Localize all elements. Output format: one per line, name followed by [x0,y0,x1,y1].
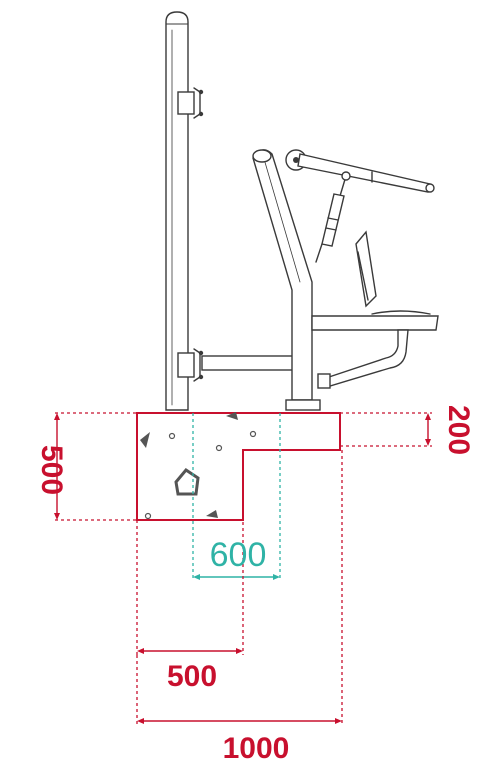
label-height-total: 500 [35,445,68,495]
dimension-width-total [136,450,343,725]
dimension-height-step [340,412,432,447]
damper-cylinder [315,171,351,263]
column-base [285,399,321,411]
backrest [355,230,377,308]
label-width-inner: 600 [210,536,267,574]
lower-beam [177,348,309,382]
label-width-total: 1000 [223,732,290,765]
upper-bracket [177,87,204,119]
dimension-width-inner [192,413,281,580]
vertical-post [165,11,189,411]
lever-arm [297,153,435,193]
label-height-step: 200 [442,405,475,455]
dimension-width-step [136,450,244,655]
seat-support [317,329,409,389]
seat [311,310,439,331]
dimension-height-total [54,412,137,521]
label-width-step: 500 [167,660,217,693]
exercise-equipment [165,11,439,411]
concrete-footing [136,412,341,521]
